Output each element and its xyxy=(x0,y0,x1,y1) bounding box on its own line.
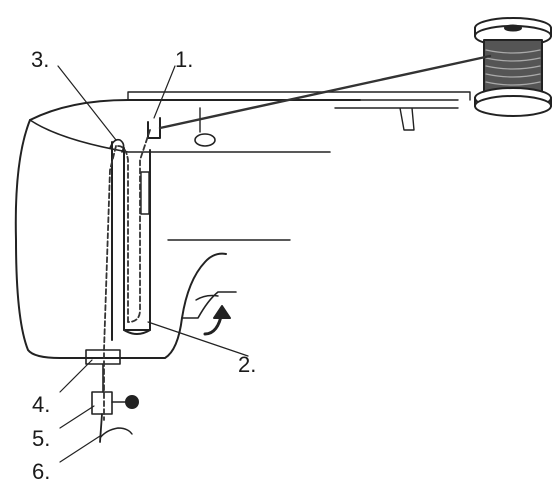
lower-arm xyxy=(181,291,237,319)
tension-disc xyxy=(194,133,216,147)
top-arm-line xyxy=(127,91,471,101)
callout-label-6: 6. xyxy=(32,459,51,484)
callout-label-2: 2. xyxy=(238,352,257,377)
leader-line-5 xyxy=(59,405,95,429)
callout-label-4: 4. xyxy=(32,392,51,417)
thread-spool-icon xyxy=(474,17,552,117)
upper-thread-guide xyxy=(147,117,161,139)
take-up-lever-slot xyxy=(140,171,150,215)
leader-line-6 xyxy=(59,435,101,463)
leader-line-2 xyxy=(147,321,249,357)
handwheel-lever xyxy=(195,294,219,301)
machine-head-left-side xyxy=(14,119,183,359)
needle-clamp xyxy=(91,391,113,415)
callout-label-3: 3. xyxy=(31,47,50,72)
machine-head-outline xyxy=(29,99,361,121)
thread-path-down-channel xyxy=(127,129,151,323)
needle-clamp-screw-head xyxy=(125,395,139,409)
callout-label-5: 5. xyxy=(32,426,51,451)
callout-label-1: 1. xyxy=(175,47,194,72)
leader-line-1 xyxy=(153,65,176,119)
channel-bottom xyxy=(123,329,151,335)
thread-path-up-to-lever xyxy=(117,145,129,323)
leader-line-4 xyxy=(59,359,93,393)
thread-channel xyxy=(111,141,151,341)
leader-line-3 xyxy=(57,65,117,141)
thread-path-spool-to-guide xyxy=(158,54,492,130)
thread-tail xyxy=(99,427,133,439)
machine-lower-curve xyxy=(181,252,227,319)
take-up-lever xyxy=(109,138,125,153)
up-arrow-head-icon xyxy=(213,305,231,319)
thread-path-down-to-needle xyxy=(103,145,117,421)
top-right-ledge xyxy=(334,99,459,131)
